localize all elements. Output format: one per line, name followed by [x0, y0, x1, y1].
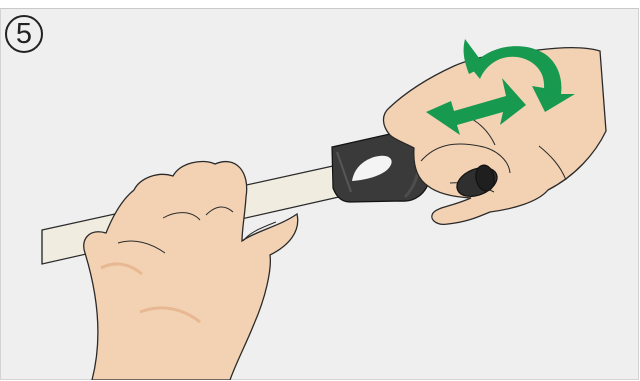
step-number-badge: 5 [5, 15, 43, 53]
illustration [0, 8, 640, 380]
